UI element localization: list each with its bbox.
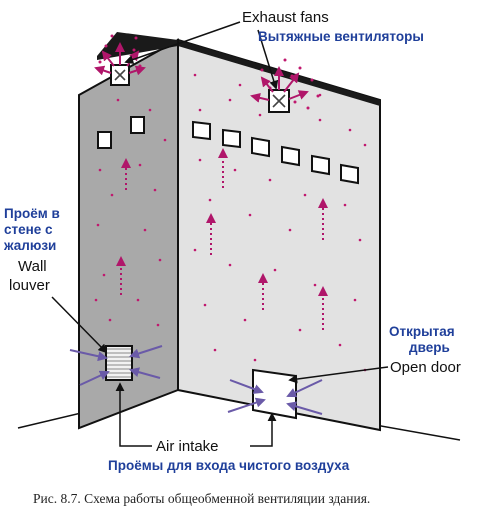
air-intake-label-en: Air intake xyxy=(156,438,219,455)
air-intake-label-ru: Проёмы для входа чистого воздуха xyxy=(108,458,350,473)
window xyxy=(311,154,330,176)
open-door-label-ru-2: дверь xyxy=(409,340,450,355)
wall-louver-label-ru-1: Проём в xyxy=(4,206,60,221)
window xyxy=(340,163,359,185)
callout-lines xyxy=(51,21,389,447)
window xyxy=(281,145,300,167)
open-door-label-en: Open door xyxy=(390,359,461,376)
wall-louver-icon xyxy=(105,345,133,381)
air-particles xyxy=(94,34,367,372)
window xyxy=(192,120,211,141)
window xyxy=(130,116,145,134)
wall-louver-label-ru-2: стене с xyxy=(4,222,53,237)
windows xyxy=(97,116,359,185)
wall-louver-label-en-2: louver xyxy=(9,277,50,294)
wall-louver-label-ru-3: жалюзи xyxy=(3,238,56,253)
airflow-up-arrows xyxy=(116,148,328,330)
window xyxy=(251,136,270,158)
open-door-label-ru-1: Открытая xyxy=(389,324,455,339)
wall-louver xyxy=(69,345,163,386)
roof xyxy=(97,32,178,60)
window xyxy=(97,131,112,149)
open-door-icon xyxy=(252,368,297,420)
open-door xyxy=(227,368,323,420)
exhaust-fans-label-ru: Вытяжные вентиляторы xyxy=(258,29,424,44)
exhaust-fan-left xyxy=(94,42,146,86)
wall-louver-label-en-1: Wall xyxy=(18,258,47,275)
exhaust-fan-right xyxy=(250,66,309,113)
figure-caption: Рис. 8.7. Схема работы общеобменной вент… xyxy=(33,491,370,506)
window xyxy=(222,128,241,149)
exhaust-fans-label-en: Exhaust fans xyxy=(242,9,329,26)
